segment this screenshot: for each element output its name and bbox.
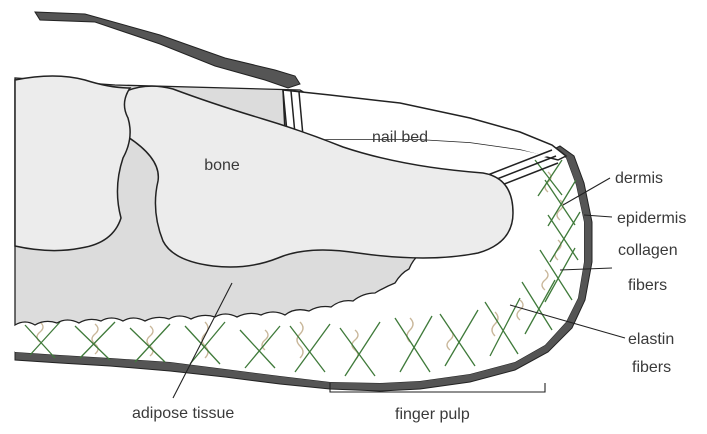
- collagen-label-line2: fibers: [628, 277, 667, 294]
- bone-label: bone: [204, 157, 240, 174]
- finger-pulp-label: finger pulp: [395, 406, 470, 423]
- collagen-label-line1: collagen: [618, 242, 678, 259]
- epidermis-label: epidermis: [617, 210, 686, 227]
- elastin-label-line2: fibers: [632, 359, 671, 376]
- middle-phalanx-bone: [15, 76, 130, 251]
- epidermis-top-band: [35, 12, 300, 88]
- elastin-label-line1: elastin: [628, 331, 674, 348]
- nail-bed-label: nail bed: [372, 129, 428, 146]
- adipose-label: adipose tissue: [132, 405, 234, 422]
- dermis-label: dermis: [615, 170, 663, 187]
